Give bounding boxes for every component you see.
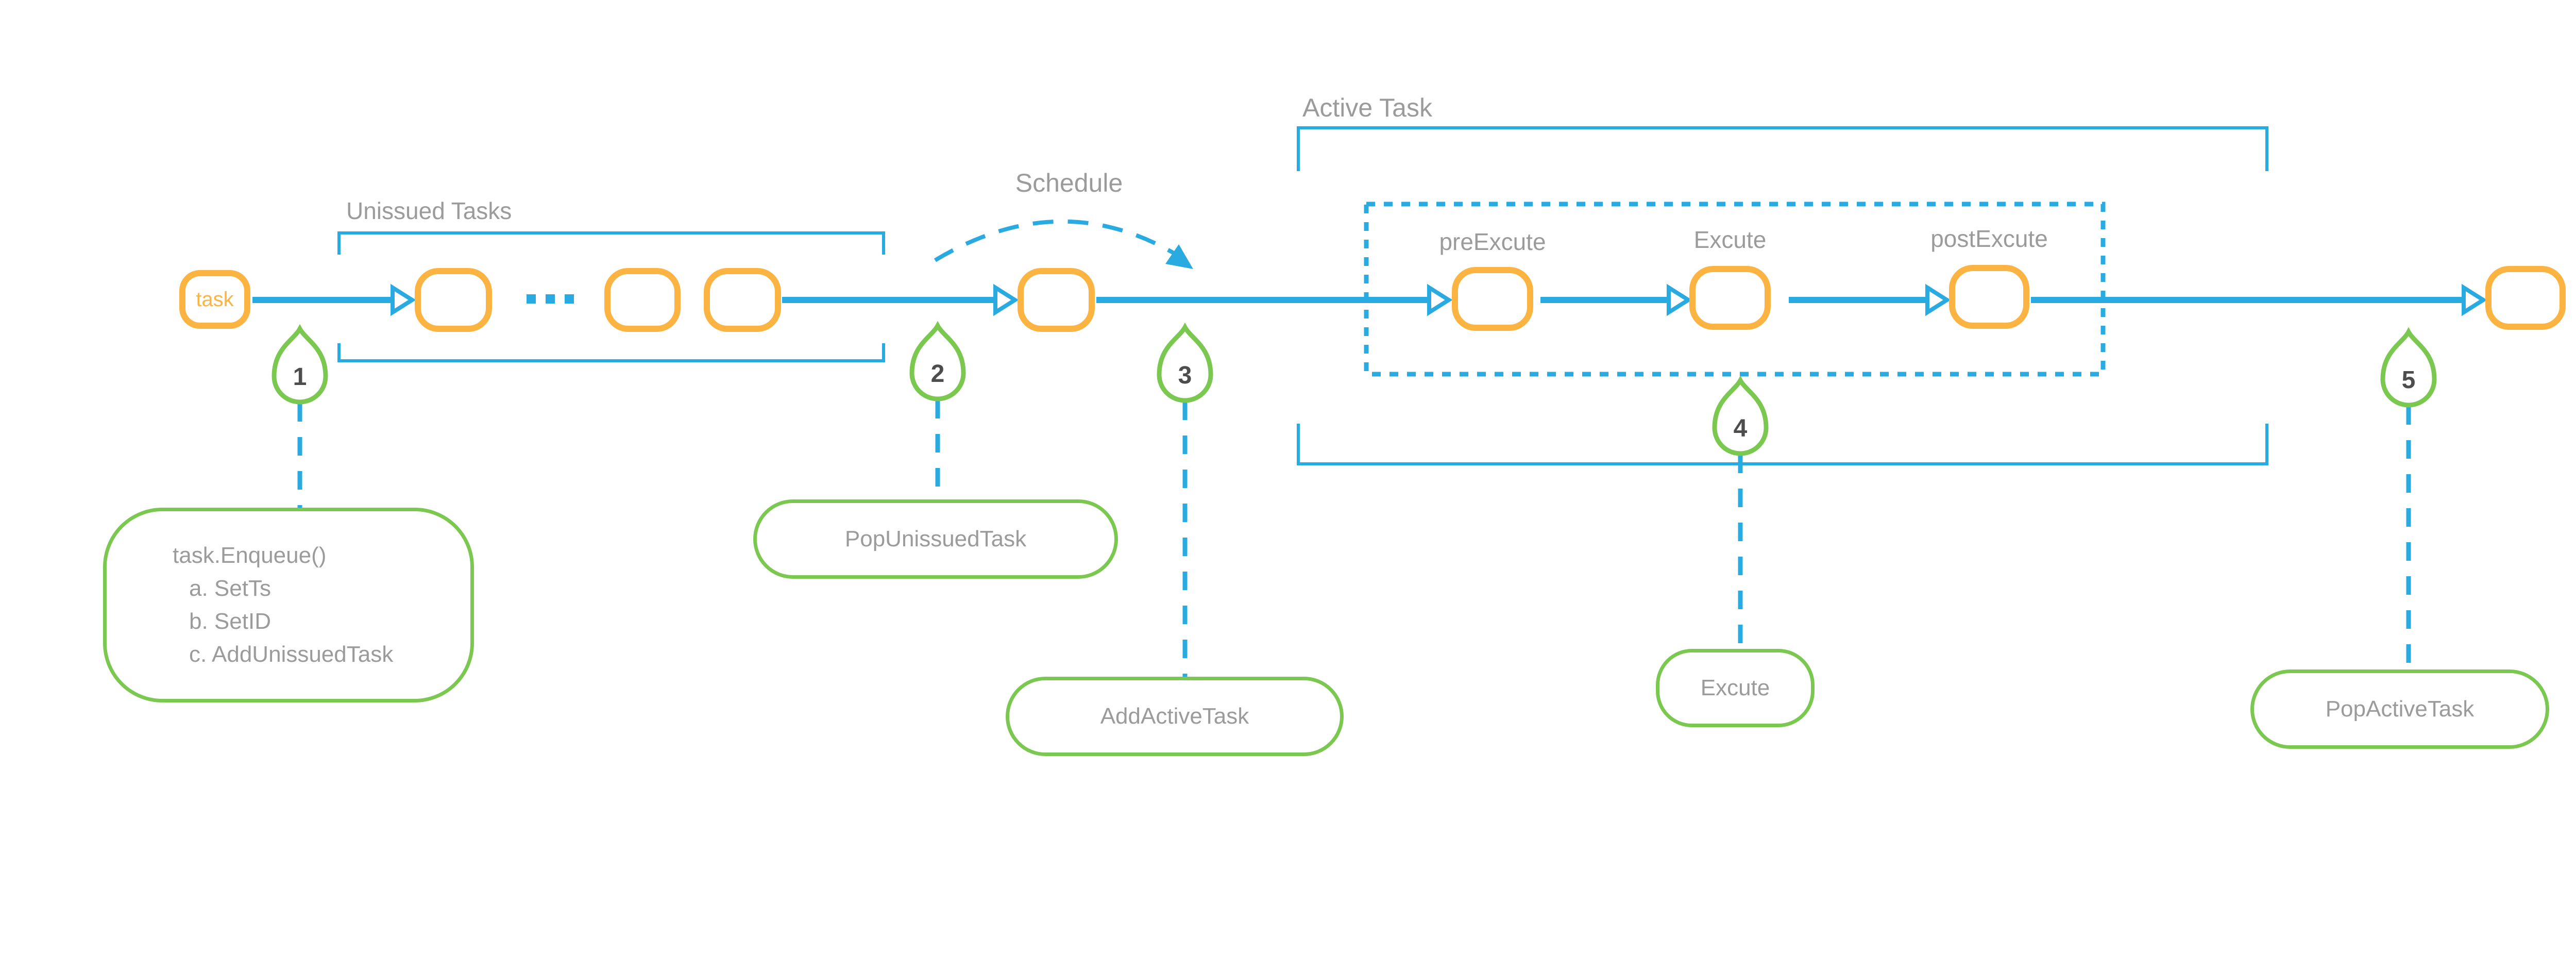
callout-text: PopActiveTask xyxy=(2325,696,2475,722)
queue-ellipsis-dot xyxy=(546,294,555,304)
active-task-bottom-bracket xyxy=(1297,424,2268,465)
postexcute-node xyxy=(1949,265,2029,329)
excute-label: Excute xyxy=(1693,226,1767,253)
callout-line: a. SetTs xyxy=(189,576,271,601)
unissued-tasks-label: Unissued Tasks xyxy=(346,197,512,224)
callout-text: Excute xyxy=(1700,675,1770,700)
active-task-label: Active Task xyxy=(1302,93,1432,122)
callout-popunissuedtask: PopUnissuedTask xyxy=(753,499,1118,579)
task-node-label: task xyxy=(196,288,234,311)
unissued-node-2 xyxy=(604,268,681,332)
callout-text: AddActiveTask xyxy=(1100,704,1249,729)
marker-5-number: 5 xyxy=(2402,366,2416,394)
schedule-arc xyxy=(934,219,1181,262)
arrowhead-preexcute xyxy=(1427,283,1453,316)
active-task-dotted-box xyxy=(1364,202,2106,377)
preexcute-label: preExcute xyxy=(1439,228,1546,255)
marker-3-number: 3 xyxy=(1178,362,1192,389)
callout-line: c. AddUnissuedTask xyxy=(189,642,394,667)
queue-ellipsis-dot xyxy=(565,294,574,304)
marker-3-pin-icon xyxy=(1157,322,1213,403)
marker-5-pin-icon xyxy=(2380,327,2437,408)
schedule-node xyxy=(1018,268,1095,332)
arrowhead-excute xyxy=(1667,283,1692,316)
unissued-tasks-top-bracket xyxy=(337,231,885,255)
callout-popactivetask: PopActiveTask xyxy=(2250,669,2549,749)
marker-4-number: 4 xyxy=(1734,415,1748,442)
active-task-top-bracket xyxy=(1297,126,2268,171)
marker-1-pin-icon xyxy=(272,324,328,405)
schedule-label: Schedule xyxy=(1015,169,1123,197)
arrowhead-queue xyxy=(391,283,416,316)
arrowhead-end-node xyxy=(2462,283,2487,316)
marker-2-number: 2 xyxy=(931,360,945,388)
callout-line: task.Enqueue() xyxy=(173,543,327,568)
callout-excute: Excute xyxy=(1656,649,1815,727)
marker-1-number: 1 xyxy=(293,363,307,391)
schedule-arc-arrowhead xyxy=(1165,244,1193,269)
postexcute-label: postExcute xyxy=(1930,225,2048,252)
preexcute-node xyxy=(1452,267,1533,331)
arrowhead-postexcute xyxy=(1925,283,1951,316)
callout-task-enqueue: task.Enqueue() a. SetTs b. SetID c. AddU… xyxy=(103,508,474,702)
unissued-node-3 xyxy=(704,268,781,332)
callout-text: PopUnissuedTask xyxy=(844,526,1027,551)
task-node: task xyxy=(179,270,250,329)
unissued-tasks-bottom-bracket xyxy=(337,343,885,362)
queue-ellipsis-dot xyxy=(527,294,536,304)
callout-task-enqueue-text: task.Enqueue() a. SetTs b. SetID c. AddU… xyxy=(107,539,393,671)
callout-addactivetask: AddActiveTask xyxy=(1006,677,1344,756)
unissued-node-1 xyxy=(415,268,492,332)
callout-line: b. SetID xyxy=(189,609,271,634)
marker-2-pin-icon xyxy=(909,321,966,401)
excute-node xyxy=(1689,266,1771,330)
marker-4-pin-icon xyxy=(1712,375,1769,456)
arrowhead-schedule xyxy=(993,283,1019,316)
end-node xyxy=(2485,266,2566,330)
